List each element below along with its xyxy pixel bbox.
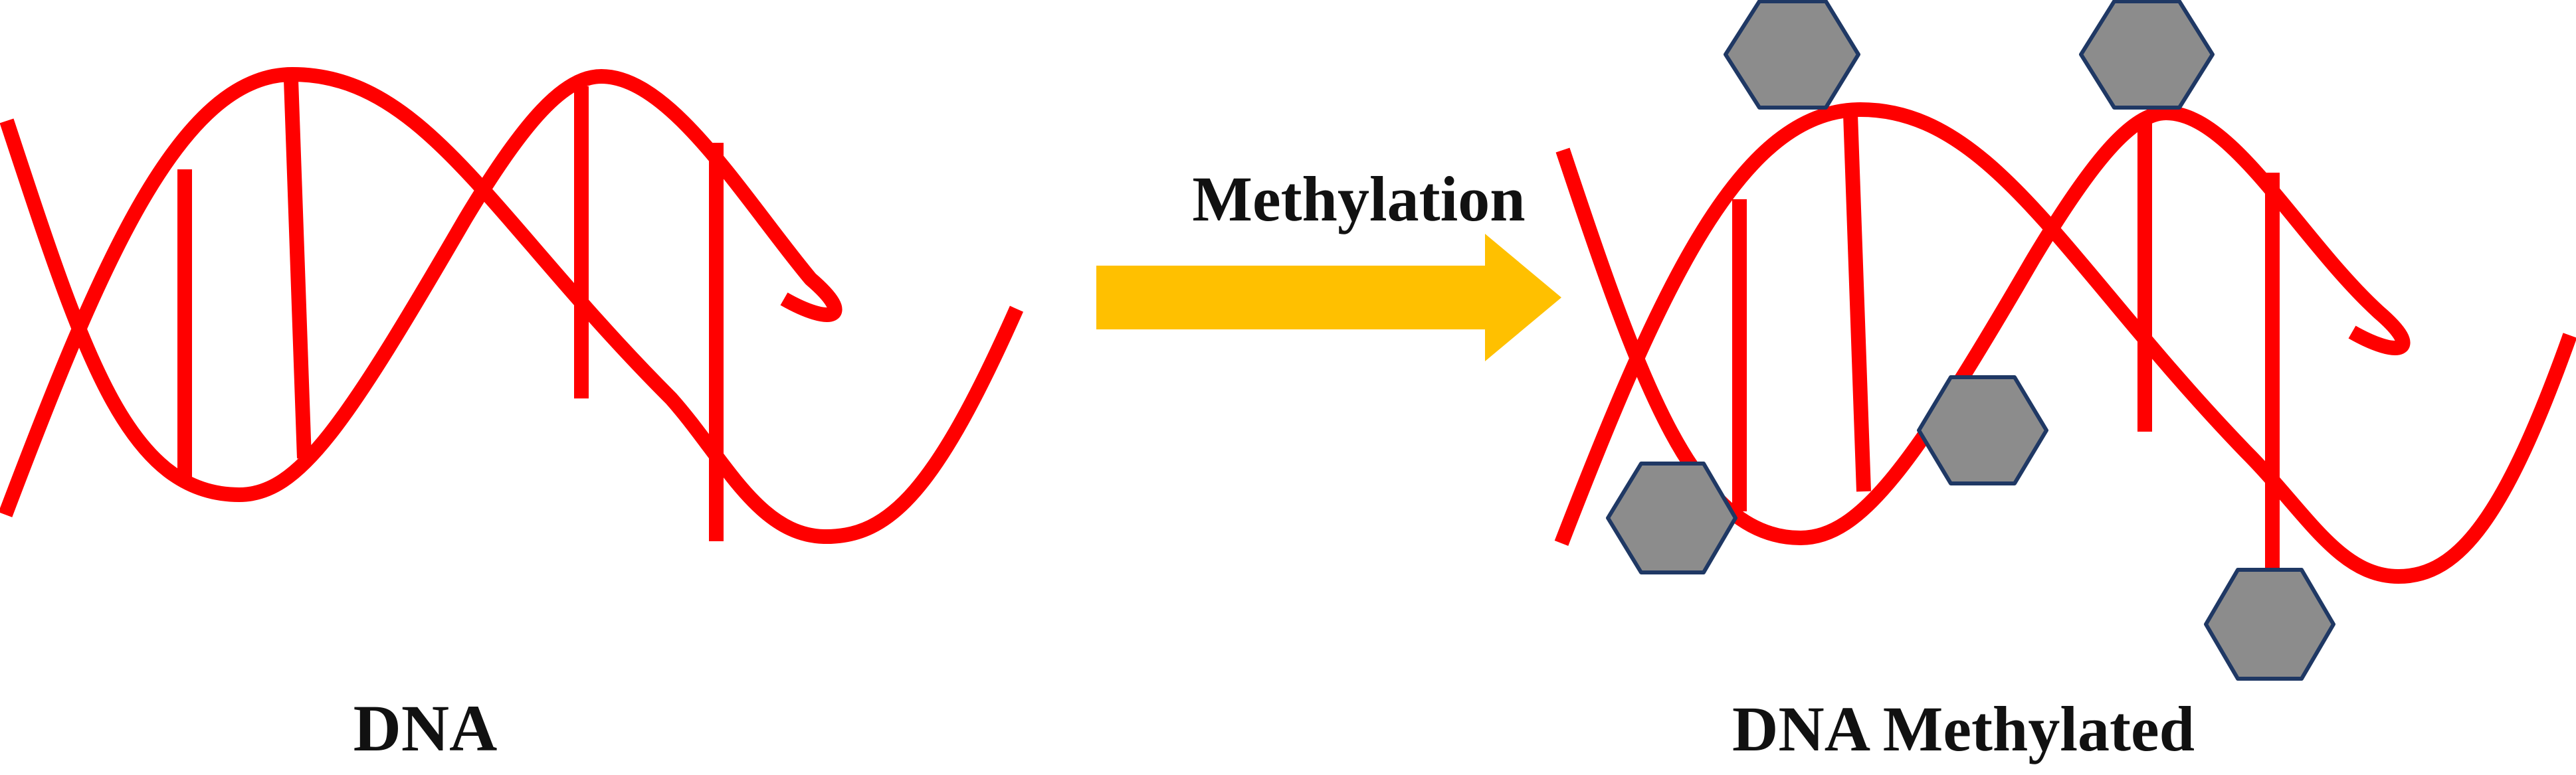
hexagon-icon <box>1606 462 1737 574</box>
dna-strand-a <box>1554 102 2576 584</box>
base-pair-rung <box>284 79 312 459</box>
hexagon-icon <box>1917 375 2048 485</box>
dna-caption: DNA <box>353 691 498 765</box>
base-pair-rung <box>1843 114 1871 492</box>
dna-strand-b <box>0 69 842 502</box>
right-arrow-icon <box>1096 234 1561 361</box>
dna-helix-left <box>0 67 1024 545</box>
methyl-groups <box>1606 0 2335 681</box>
process-label: Methylation <box>1192 163 1525 234</box>
hexagon-icon <box>1724 0 1860 110</box>
hexagon-icon <box>2079 0 2215 110</box>
dna-methylated-caption: DNA Methylated <box>1732 693 2195 764</box>
dna-strand-a <box>0 67 1024 545</box>
hexagon-icon <box>2204 568 2335 681</box>
